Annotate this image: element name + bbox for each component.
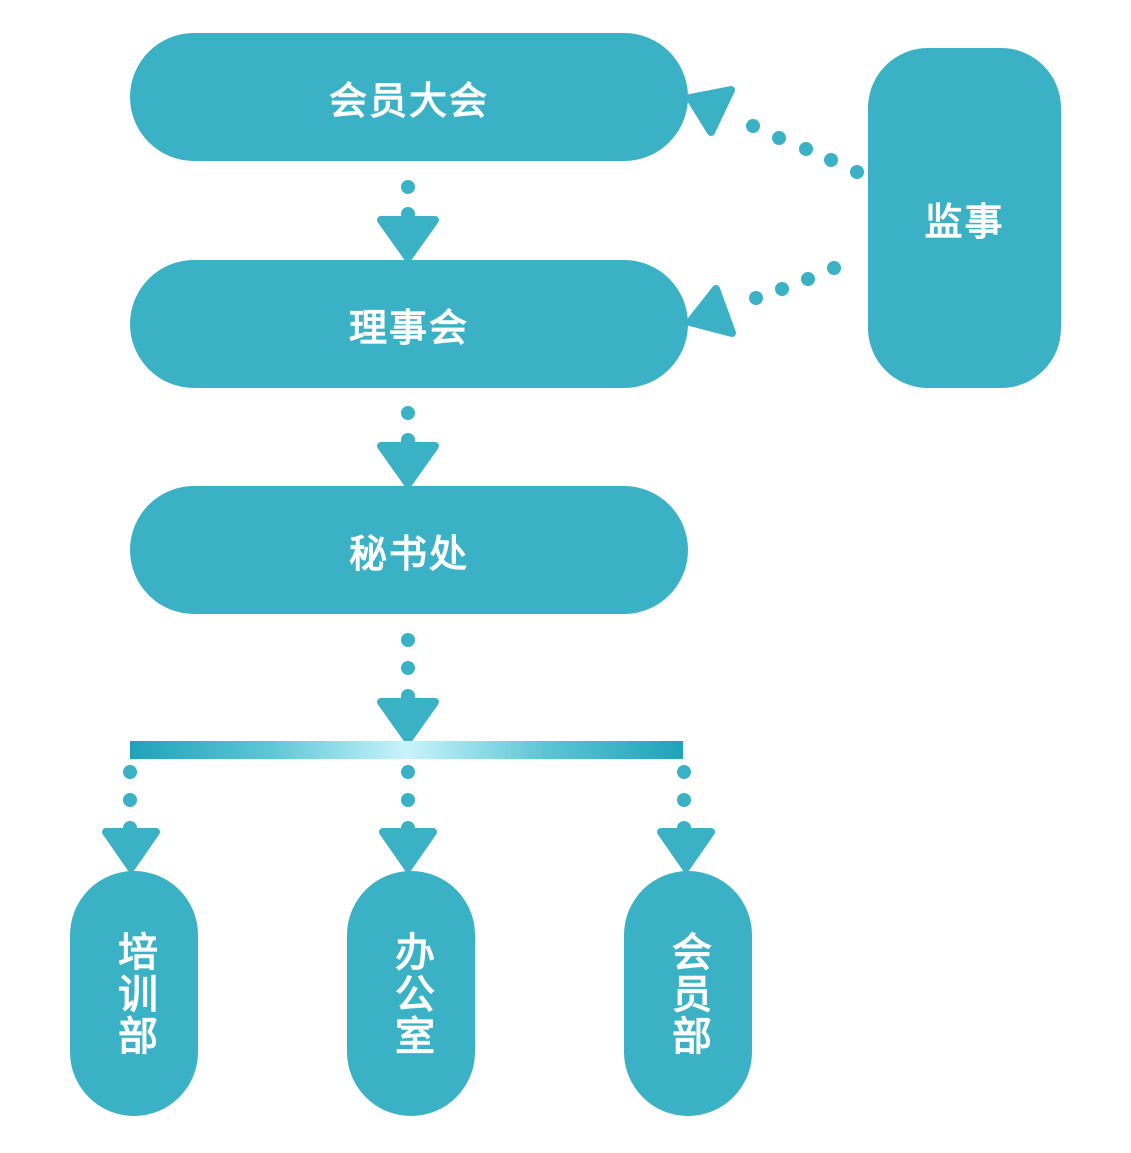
distribution-bar	[130, 741, 683, 759]
arrow-supervisor-to-council	[686, 261, 841, 337]
training-dept-box: 培训部	[70, 871, 198, 1116]
secretariat-box: 秘书处	[130, 486, 688, 614]
arrow-supervisor-to-assembly	[686, 86, 864, 179]
member-dept-label: 会员部	[665, 930, 711, 1057]
arrow-bar-to-office	[379, 765, 437, 872]
office-label: 办公室	[388, 930, 434, 1057]
supervisor-label: 监事	[924, 199, 1005, 244]
general-assembly-box: 会员大会	[130, 33, 688, 161]
general-assembly-label: 会员大会	[328, 78, 489, 123]
training-dept-label: 培训部	[111, 930, 157, 1057]
arrow-bar-to-member-dept	[657, 765, 715, 872]
office-box: 办公室	[347, 871, 475, 1116]
arrow-assembly-to-council	[377, 180, 439, 262]
member-dept-box: 会员部	[624, 871, 752, 1116]
secretariat-label: 秘书处	[348, 531, 469, 576]
council-box: 理事会	[130, 260, 688, 388]
council-label: 理事会	[348, 305, 469, 350]
arrow-bar-to-training	[102, 765, 160, 872]
arrow-secretariat-to-bar	[377, 633, 439, 744]
arrow-council-to-secretariat	[377, 406, 439, 488]
supervisor-box: 监事	[868, 48, 1061, 388]
